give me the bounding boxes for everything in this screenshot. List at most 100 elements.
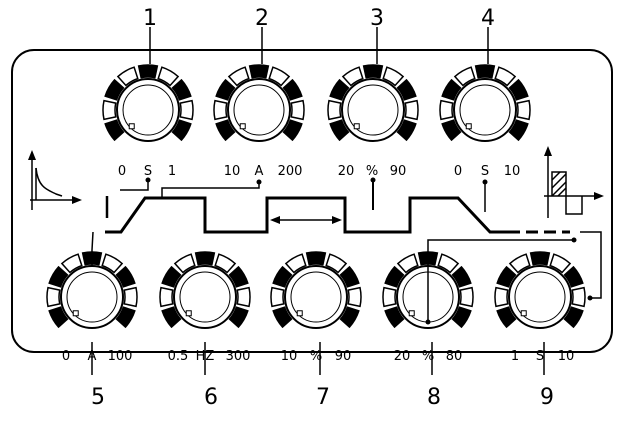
callout-9: 9 <box>540 385 554 410</box>
knob-2-tick-5 <box>248 64 270 79</box>
knob-9-tick-2 <box>494 286 509 308</box>
knob-4-scale-max: 10 <box>504 164 521 179</box>
arrowhead-right <box>332 216 342 224</box>
knob-7-scale-max: 90 <box>335 349 352 364</box>
current-decay-graph-icon <box>28 150 82 210</box>
knob-6-tick-2 <box>159 286 174 308</box>
knob-6[interactable] <box>159 251 251 329</box>
knob-1-tick-7 <box>171 78 192 101</box>
welding-current-sequence-diagram <box>91 177 602 325</box>
knob-5-tick-4 <box>60 253 83 274</box>
knob-9-scale-unit: S <box>536 349 544 364</box>
knob-7[interactable] <box>270 251 362 329</box>
knob-3-tick-4 <box>341 66 364 87</box>
knob-3-scale-unit: % <box>366 164 378 179</box>
callout-1: 1 <box>143 6 157 31</box>
knob-9-tick-1 <box>496 306 517 329</box>
knob-2-scale-min: 10 <box>224 164 241 179</box>
knob-6-tick-ring <box>159 251 251 329</box>
knob-2-tick-8 <box>290 99 305 121</box>
knob-6-tick-1 <box>161 306 182 329</box>
callout-8: 8 <box>427 385 441 410</box>
knob-1[interactable] <box>102 64 194 142</box>
knob-9-tick-9 <box>563 306 584 329</box>
knob-9-body <box>508 265 572 329</box>
knob-5-tick-7 <box>115 265 136 288</box>
knob-2-cap <box>233 84 285 136</box>
knob-5-tick-6 <box>101 253 124 274</box>
arrowhead-left <box>270 216 280 224</box>
knob-6-tick-7 <box>228 265 249 288</box>
knob-7-tick-9 <box>339 306 360 329</box>
ac-square-wave-icon <box>544 146 604 218</box>
knob-group <box>46 64 586 329</box>
knob-9-tick-5 <box>529 251 551 266</box>
knob-8-tick-8 <box>459 286 474 308</box>
knob-4-tick-7 <box>508 78 529 101</box>
knob-9[interactable] <box>494 251 586 329</box>
knob-9-tick-ring <box>494 251 586 329</box>
knob-3-tick-6 <box>382 66 405 87</box>
knob-6-scale-min: 0.5 <box>168 349 189 364</box>
knob-2-tick-4 <box>227 66 250 87</box>
knob-6-tick-5 <box>194 251 216 266</box>
knob-7-tick-5 <box>305 251 327 266</box>
knob-5-scale-unit: A <box>88 349 97 364</box>
knob-1-tick-6 <box>157 66 180 87</box>
knob-7-tick-4 <box>284 253 307 274</box>
knob-9-tick-4 <box>508 253 531 274</box>
callout-6: 6 <box>204 385 218 410</box>
knob-3-tick-2 <box>327 99 342 121</box>
leader-lines <box>91 27 545 375</box>
knob-8-tick-6 <box>437 253 460 274</box>
knob-8-scale-unit: % <box>422 349 434 364</box>
knob-6-tick-6 <box>214 253 237 274</box>
knob-2-indicator <box>239 123 246 130</box>
knob-5-indicator <box>72 310 79 317</box>
knob-5-scale-max: 100 <box>108 349 133 364</box>
knob-4-body <box>453 78 517 142</box>
knob-1-tick-9 <box>171 119 192 142</box>
callout-7: 7 <box>316 385 330 410</box>
knob-6-indicator <box>185 310 192 317</box>
knob-8-tick-7 <box>451 265 472 288</box>
knob-2-tick-9 <box>282 119 303 142</box>
knob-5-tick-9 <box>115 306 136 329</box>
knob-3[interactable] <box>327 64 419 142</box>
knob-5-tick-8 <box>123 286 138 308</box>
knob-7-cap <box>290 271 342 323</box>
knob-4[interactable] <box>439 64 531 142</box>
knob-4-tick-5 <box>474 64 496 79</box>
knob-4-indicator <box>465 123 472 130</box>
knob-2[interactable] <box>213 64 305 142</box>
knob-3-scale-max: 90 <box>390 164 407 179</box>
knob-1-body <box>116 78 180 142</box>
knob-2-tick-7 <box>282 78 303 101</box>
knob-8-tick-2 <box>382 286 397 308</box>
knob-5[interactable] <box>46 251 138 329</box>
knob-4-scale-unit: S <box>481 164 489 179</box>
knob-3-tick-3 <box>329 78 350 101</box>
knob-7-tick-3 <box>272 265 293 288</box>
knob-9-cap <box>514 271 566 323</box>
knob-3-indicator <box>353 123 360 130</box>
knob-8-tick-1 <box>384 306 405 329</box>
knob-7-scale-unit: % <box>310 349 322 364</box>
knob-1-tick-5 <box>137 64 159 79</box>
knob-1-tick-1 <box>104 119 125 142</box>
knob-9-tick-8 <box>571 286 586 308</box>
knob-2-tick-2 <box>213 99 228 121</box>
knob-3-body <box>341 78 405 142</box>
knob-4-cap <box>459 84 511 136</box>
knob-6-tick-8 <box>236 286 251 308</box>
knob-6-tick-9 <box>228 306 249 329</box>
knob-6-body <box>173 265 237 329</box>
knob-3-tick-7 <box>396 78 417 101</box>
knob-1-tick-ring <box>102 64 194 142</box>
knob-7-tick-7 <box>339 265 360 288</box>
knob-1-tick-2 <box>102 99 117 121</box>
knob-1-indicator <box>128 123 135 130</box>
callout-3: 3 <box>370 6 384 31</box>
